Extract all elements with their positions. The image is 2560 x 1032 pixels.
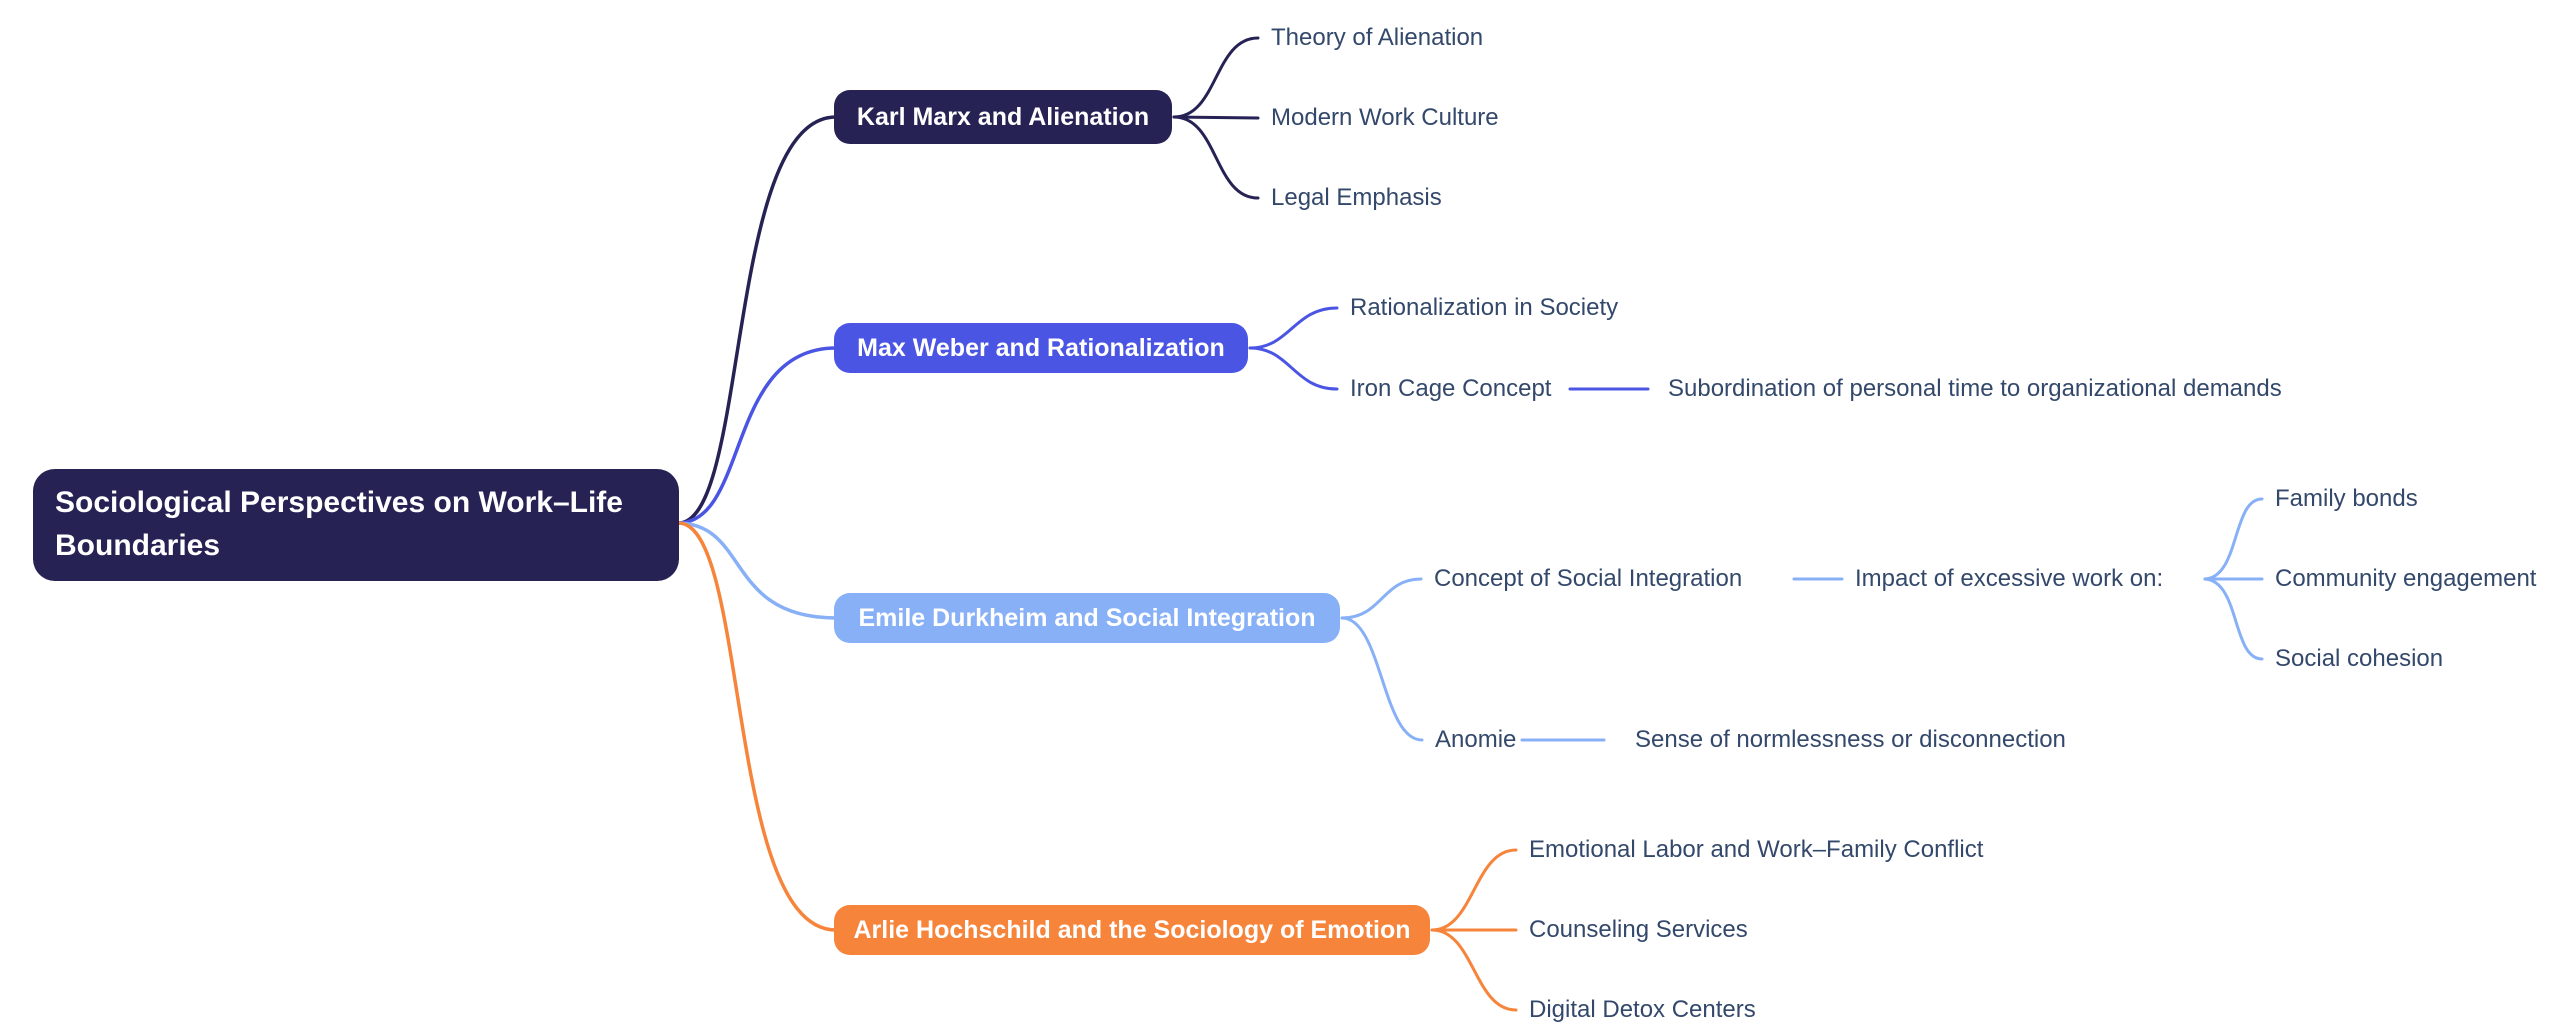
connector-marx-modern — [1172, 115, 1260, 120]
root-topic-label: Sociological Perspectives on Work–Life B… — [55, 486, 623, 562]
connector-durkheim-concept — [1340, 577, 1423, 620]
leaf-impact-of-excessive-work[interactable]: Impact of excessive work on: — [1855, 565, 2164, 592]
leaf-subordination-of-personal-time[interactable]: Subordination of personal time to organi… — [1668, 375, 2282, 402]
topic-emile-durkheim[interactable]: Emile Durkheim and Social Integration — [834, 593, 1340, 643]
connector-hochschild-detox — [1430, 928, 1518, 1012]
topic-emile-durkheim-label: Emile Durkheim and Social Integration — [858, 603, 1316, 632]
leaf-counseling-services[interactable]: Counseling Services — [1529, 916, 1748, 943]
topic-max-weber-label: Max Weber and Rationalization — [857, 333, 1225, 362]
connector-root-weber — [677, 346, 838, 525]
leaf-anomie[interactable]: Anomie — [1435, 726, 1517, 753]
leaf-rationalization-in-society[interactable]: Rationalization in Society — [1350, 294, 1619, 321]
leaf-emotional-labor-conflict[interactable]: Emotional Labor and Work–Family Conflict — [1529, 836, 1984, 863]
connector-durkheim-anomie — [1340, 616, 1424, 742]
connector-root-hochschild — [677, 521, 838, 932]
connector-marx-legal — [1172, 115, 1260, 200]
leaf-social-cohesion[interactable]: Social cohesion — [2275, 645, 2444, 672]
leaf-sense-of-normlessness[interactable]: Sense of normlessness or disconnection — [1635, 726, 2066, 753]
connector-hochschild-emotional — [1430, 848, 1518, 932]
connector-root-durkheim — [677, 521, 838, 620]
topic-arlie-hochschild[interactable]: Arlie Hochschild and the Sociology of Em… — [834, 905, 1430, 955]
topic-karl-marx-label: Karl Marx and Alienation — [856, 102, 1150, 131]
leaf-concept-of-social-integration[interactable]: Concept of Social Integration — [1434, 565, 1743, 592]
leaf-modern-work-culture[interactable]: Modern Work Culture — [1271, 104, 1499, 131]
leaf-legal-emphasis[interactable]: Legal Emphasis — [1271, 184, 1442, 211]
connector-impact-cohesion — [2203, 577, 2264, 661]
topic-arlie-hochschild-label: Arlie Hochschild and the Sociology of Em… — [853, 915, 1411, 944]
connector-marx-theory — [1172, 36, 1260, 119]
leaf-iron-cage-concept[interactable]: Iron Cage Concept — [1350, 375, 1552, 402]
connector-weber-ironcage — [1248, 346, 1339, 391]
connector-root-marx — [677, 115, 838, 525]
connector-impact-family — [2203, 497, 2264, 581]
root-topic[interactable]: Sociological Perspectives on Work–Life B… — [33, 469, 679, 581]
topic-max-weber[interactable]: Max Weber and Rationalization — [834, 323, 1248, 373]
connector-weber-rationalization — [1248, 306, 1339, 350]
leaf-theory-of-alienation[interactable]: Theory of Alienation — [1271, 24, 1484, 51]
topic-karl-marx[interactable]: Karl Marx and Alienation — [834, 90, 1172, 144]
leaf-digital-detox-centers[interactable]: Digital Detox Centers — [1529, 996, 1756, 1023]
leaf-community-engagement[interactable]: Community engagement — [2275, 565, 2537, 592]
leaf-family-bonds[interactable]: Family bonds — [2275, 485, 2418, 512]
